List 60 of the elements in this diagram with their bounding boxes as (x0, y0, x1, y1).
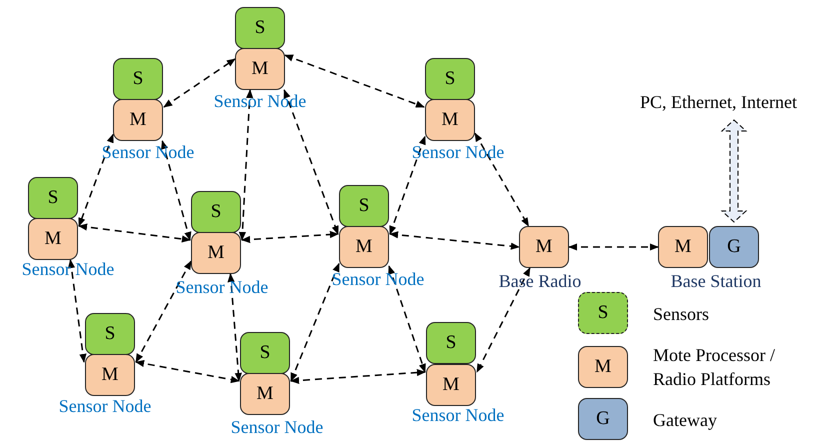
sensor-box: S (339, 185, 389, 227)
arrow (135, 360, 240, 384)
arrow (290, 368, 426, 384)
node-caption: Sensor Node (412, 405, 504, 426)
arrow (78, 223, 191, 243)
arrow (68, 259, 86, 363)
legend-swatch: M (578, 346, 628, 388)
mote-box: M (426, 364, 476, 406)
node-caption: Sensor Node (176, 277, 268, 298)
sensor-box: S (28, 177, 78, 219)
mote-box: M (658, 226, 708, 268)
mote-box: M (235, 48, 285, 90)
arrow (241, 230, 339, 244)
sensor-box: S (426, 322, 476, 364)
mote-box: M (191, 232, 241, 274)
sensor-box: S (240, 332, 290, 374)
arrow (389, 136, 426, 235)
arrow (135, 260, 192, 363)
mote-box: M (113, 99, 163, 141)
legend-swatch: S (578, 292, 628, 334)
sensor-box: S (191, 191, 241, 233)
arrow (568, 243, 659, 251)
legend-label: Gateway (653, 409, 717, 432)
legend-label: Mote Processor / Radio Platforms (653, 344, 776, 391)
arrow (227, 273, 242, 382)
node-caption: Base Radio (498, 271, 582, 292)
mote-box: M (425, 99, 475, 141)
sensor-box: S (113, 58, 163, 100)
arrow (284, 54, 425, 108)
node-caption: Sensor Node (230, 417, 324, 438)
node-caption: Sensor Node (214, 91, 306, 112)
node-caption: Base Station (670, 271, 762, 292)
node-caption: Sensor Node (22, 259, 114, 280)
mote-box: M (240, 373, 290, 415)
arrow (163, 58, 236, 108)
arrow (389, 231, 520, 250)
mote-box: M (339, 226, 389, 268)
mote-box: M (28, 218, 78, 260)
node-caption: Sensor Node (332, 269, 424, 290)
arrow (78, 134, 114, 227)
mote-box: M (85, 354, 135, 396)
arrow (388, 265, 426, 373)
gateway-box: G (709, 226, 759, 268)
legend-swatch: G (578, 398, 628, 440)
node-caption: Sensor Node (412, 142, 504, 163)
arrow (474, 132, 530, 227)
arrow (161, 140, 192, 241)
arrow (238, 89, 254, 241)
sensor-box: S (85, 313, 135, 355)
arrow (290, 262, 340, 382)
double-arrow (720, 119, 748, 223)
mote-box: M (519, 226, 569, 268)
sensor-box: S (235, 7, 285, 49)
network-label: PC, Ethernet, Internet (640, 92, 797, 113)
node-caption: Sensor Node (58, 396, 152, 417)
arrow (284, 89, 339, 235)
node-caption: Sensor Node (102, 142, 194, 163)
sensor-box: S (425, 58, 475, 100)
legend-label: Sensors (653, 303, 710, 326)
arrow (476, 267, 531, 373)
